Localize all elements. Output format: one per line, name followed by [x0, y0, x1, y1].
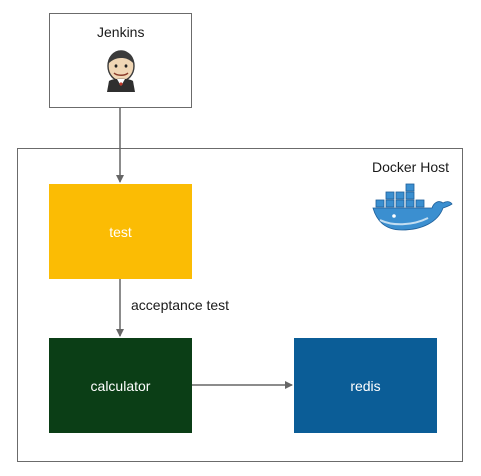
jenkins-butler-icon	[107, 50, 135, 92]
test-node: test	[49, 184, 192, 279]
calculator-node-label: calculator	[90, 377, 151, 394]
acceptance-test-edge-label: acceptance test	[131, 297, 230, 313]
redis-node: redis	[294, 338, 437, 433]
redis-node-label: redis	[350, 377, 381, 394]
jenkins-label: Jenkins	[97, 24, 145, 40]
docker-host-label: Docker Host	[372, 159, 450, 175]
calculator-node: calculator	[49, 338, 192, 433]
docker-whale-icon	[372, 183, 453, 231]
test-node-label: test	[109, 223, 132, 240]
